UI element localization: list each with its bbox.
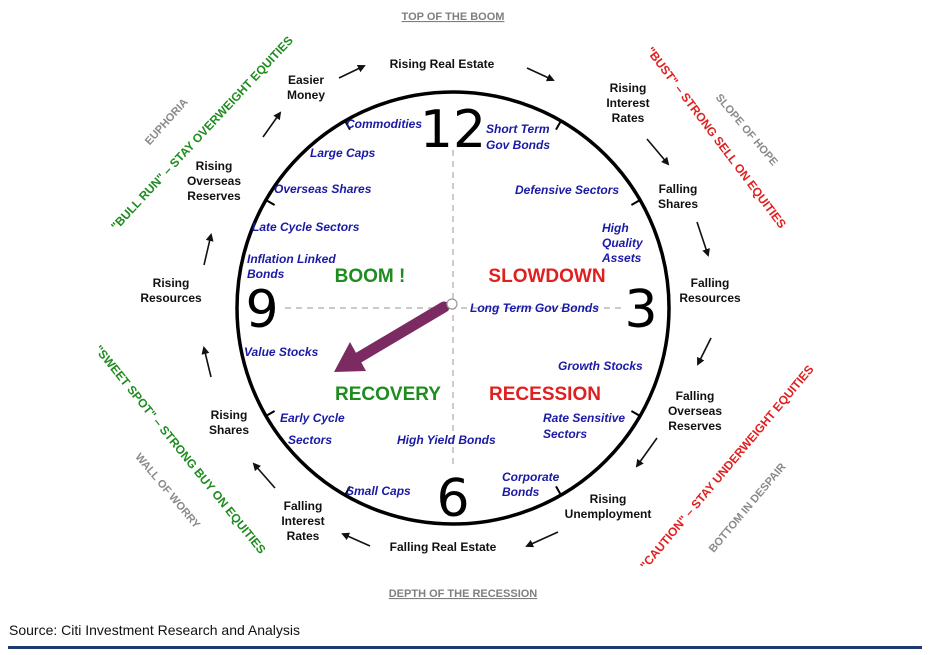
phase-boom: BOOM ! xyxy=(335,266,406,287)
cycle-arrow xyxy=(696,221,710,257)
clock-hand-pivot xyxy=(446,298,458,310)
clock-hand xyxy=(334,298,458,372)
clock-tick xyxy=(266,199,276,206)
cycle-arrow xyxy=(646,138,670,166)
cycle-falling-interest-rates-2: Interest xyxy=(281,514,324,528)
cycle-rising-interest-rates-2: Interest xyxy=(606,96,649,110)
cycle-rising-interest-rates-1: Rising xyxy=(610,81,647,95)
cycle-falling-overseas-reserves-3: Reserves xyxy=(668,419,722,433)
footer-rule xyxy=(8,646,922,649)
phase-recovery: RECOVERY xyxy=(335,384,441,405)
sector-early-cycle-2: Sectors xyxy=(288,433,332,447)
cycle-rising-unemployment-2: Unemployment xyxy=(565,507,652,521)
sector-high-quality-3: Assets xyxy=(601,251,642,265)
cycle-rising-interest-rates-3: Rates xyxy=(612,111,645,125)
cycle-falling-real-estate: Falling Real Estate xyxy=(390,540,497,554)
sector-defensive: Defensive Sectors xyxy=(515,183,619,197)
cycle-falling-overseas-reserves-1: Falling xyxy=(676,389,715,403)
cycle-falling-interest-rates-1: Falling xyxy=(284,499,323,513)
clock-tick xyxy=(555,121,562,131)
clock-number-3: 3 xyxy=(624,280,657,340)
sector-rate-sensitive-2: Sectors xyxy=(543,427,587,441)
cycle-arrow xyxy=(338,64,366,79)
cycle-arrow xyxy=(341,532,371,547)
clock-ticks xyxy=(266,121,640,495)
cycle-rising-overseas-reserves-2: Overseas xyxy=(187,174,241,188)
cycle-rising-resources-2: Resources xyxy=(140,291,202,305)
source-caption: Source: Citi Investment Research and Ana… xyxy=(9,622,301,638)
sector-value-stocks: Value Stocks xyxy=(244,345,319,359)
clock-hand-arrowhead xyxy=(334,342,366,372)
sector-early-cycle-1: Early Cycle xyxy=(280,411,345,425)
cycle-rising-overseas-reserves-3: Reserves xyxy=(187,189,241,203)
cycle-falling-overseas-reserves-2: Overseas xyxy=(668,404,722,418)
sector-overseas-shares: Overseas Shares xyxy=(274,182,372,196)
cycle-arrow xyxy=(252,462,276,489)
cycle-rising-shares-1: Rising xyxy=(211,408,248,422)
sector-rate-sensitive-1: Rate Sensitive xyxy=(543,411,625,425)
sector-inflation-linked-2: Bonds xyxy=(247,267,285,281)
cycle-falling-shares-2: Shares xyxy=(658,197,698,211)
cycle-rising-resources-1: Rising xyxy=(153,276,190,290)
sector-late-cycle: Late Cycle Sectors xyxy=(252,220,360,234)
clock-tick xyxy=(630,199,640,206)
sector-short-term-1: Short Term xyxy=(486,122,550,136)
clock-hand-shaft xyxy=(352,301,450,364)
clock-number-9: 9 xyxy=(245,280,278,340)
cycle-rising-overseas-reserves-1: Rising xyxy=(196,159,233,173)
cycle-arrow xyxy=(526,67,555,82)
cycle-arrow xyxy=(635,437,658,468)
cycle-rising-shares-2: Shares xyxy=(209,423,249,437)
sector-small-caps: Small Caps xyxy=(346,484,411,498)
clock-number-6: 6 xyxy=(436,469,469,529)
clock-tick xyxy=(630,410,640,417)
sector-corporate-1: Corporate xyxy=(502,470,560,484)
depth-of-recession-label: DEPTH OF THE RECESSION xyxy=(389,588,538,600)
clock-tick xyxy=(266,410,276,417)
cycle-falling-shares-1: Falling xyxy=(659,182,698,196)
cycle-arrow xyxy=(203,233,214,266)
sector-short-term-2: Gov Bonds xyxy=(486,138,550,152)
sector-high-quality-1: High xyxy=(602,221,629,235)
sector-growth-stocks: Growth Stocks xyxy=(558,359,643,373)
strategy-sweet-spot: "SWEET SPOT" – STRONG BUY ON EQUITIES xyxy=(92,343,269,557)
sector-inflation-linked-1: Inflation Linked xyxy=(247,252,336,266)
clock-tick xyxy=(555,485,562,495)
cycle-easier-money-1: Easier xyxy=(288,73,324,87)
cycle-arrow xyxy=(697,337,712,366)
cycle-easier-money-2: Money xyxy=(287,88,325,102)
clock-tick xyxy=(344,485,351,495)
clock-number-12: 12 xyxy=(420,100,486,160)
cycle-arrow xyxy=(201,346,212,378)
cycle-arrow xyxy=(262,111,282,138)
cycle-falling-interest-rates-3: Rates xyxy=(287,529,320,543)
cycle-rising-real-estate: Rising Real Estate xyxy=(390,57,495,71)
cycle-falling-resources-2: Resources xyxy=(679,291,741,305)
sector-commodities: Commodities xyxy=(346,117,422,131)
sector-high-quality-2: Quality xyxy=(602,236,644,250)
sector-high-yield-bonds: High Yield Bonds xyxy=(397,433,496,447)
top-of-boom-label: TOP OF THE BOOM xyxy=(402,11,505,23)
cycle-arrow xyxy=(525,531,559,548)
sentiment-euphoria: EUPHORIA xyxy=(143,96,191,147)
cycle-rising-unemployment-1: Rising xyxy=(590,492,627,506)
sector-large-caps: Large Caps xyxy=(310,146,376,160)
sector-corporate-2: Bonds xyxy=(502,485,540,499)
sector-long-term-gov-bonds: Long Term Gov Bonds xyxy=(470,301,599,315)
cycle-falling-resources-1: Falling xyxy=(691,276,730,290)
clock-tick xyxy=(344,121,351,131)
phase-slowdown: SLOWDOWN xyxy=(488,266,605,287)
phase-recession: RECESSION xyxy=(489,384,601,405)
